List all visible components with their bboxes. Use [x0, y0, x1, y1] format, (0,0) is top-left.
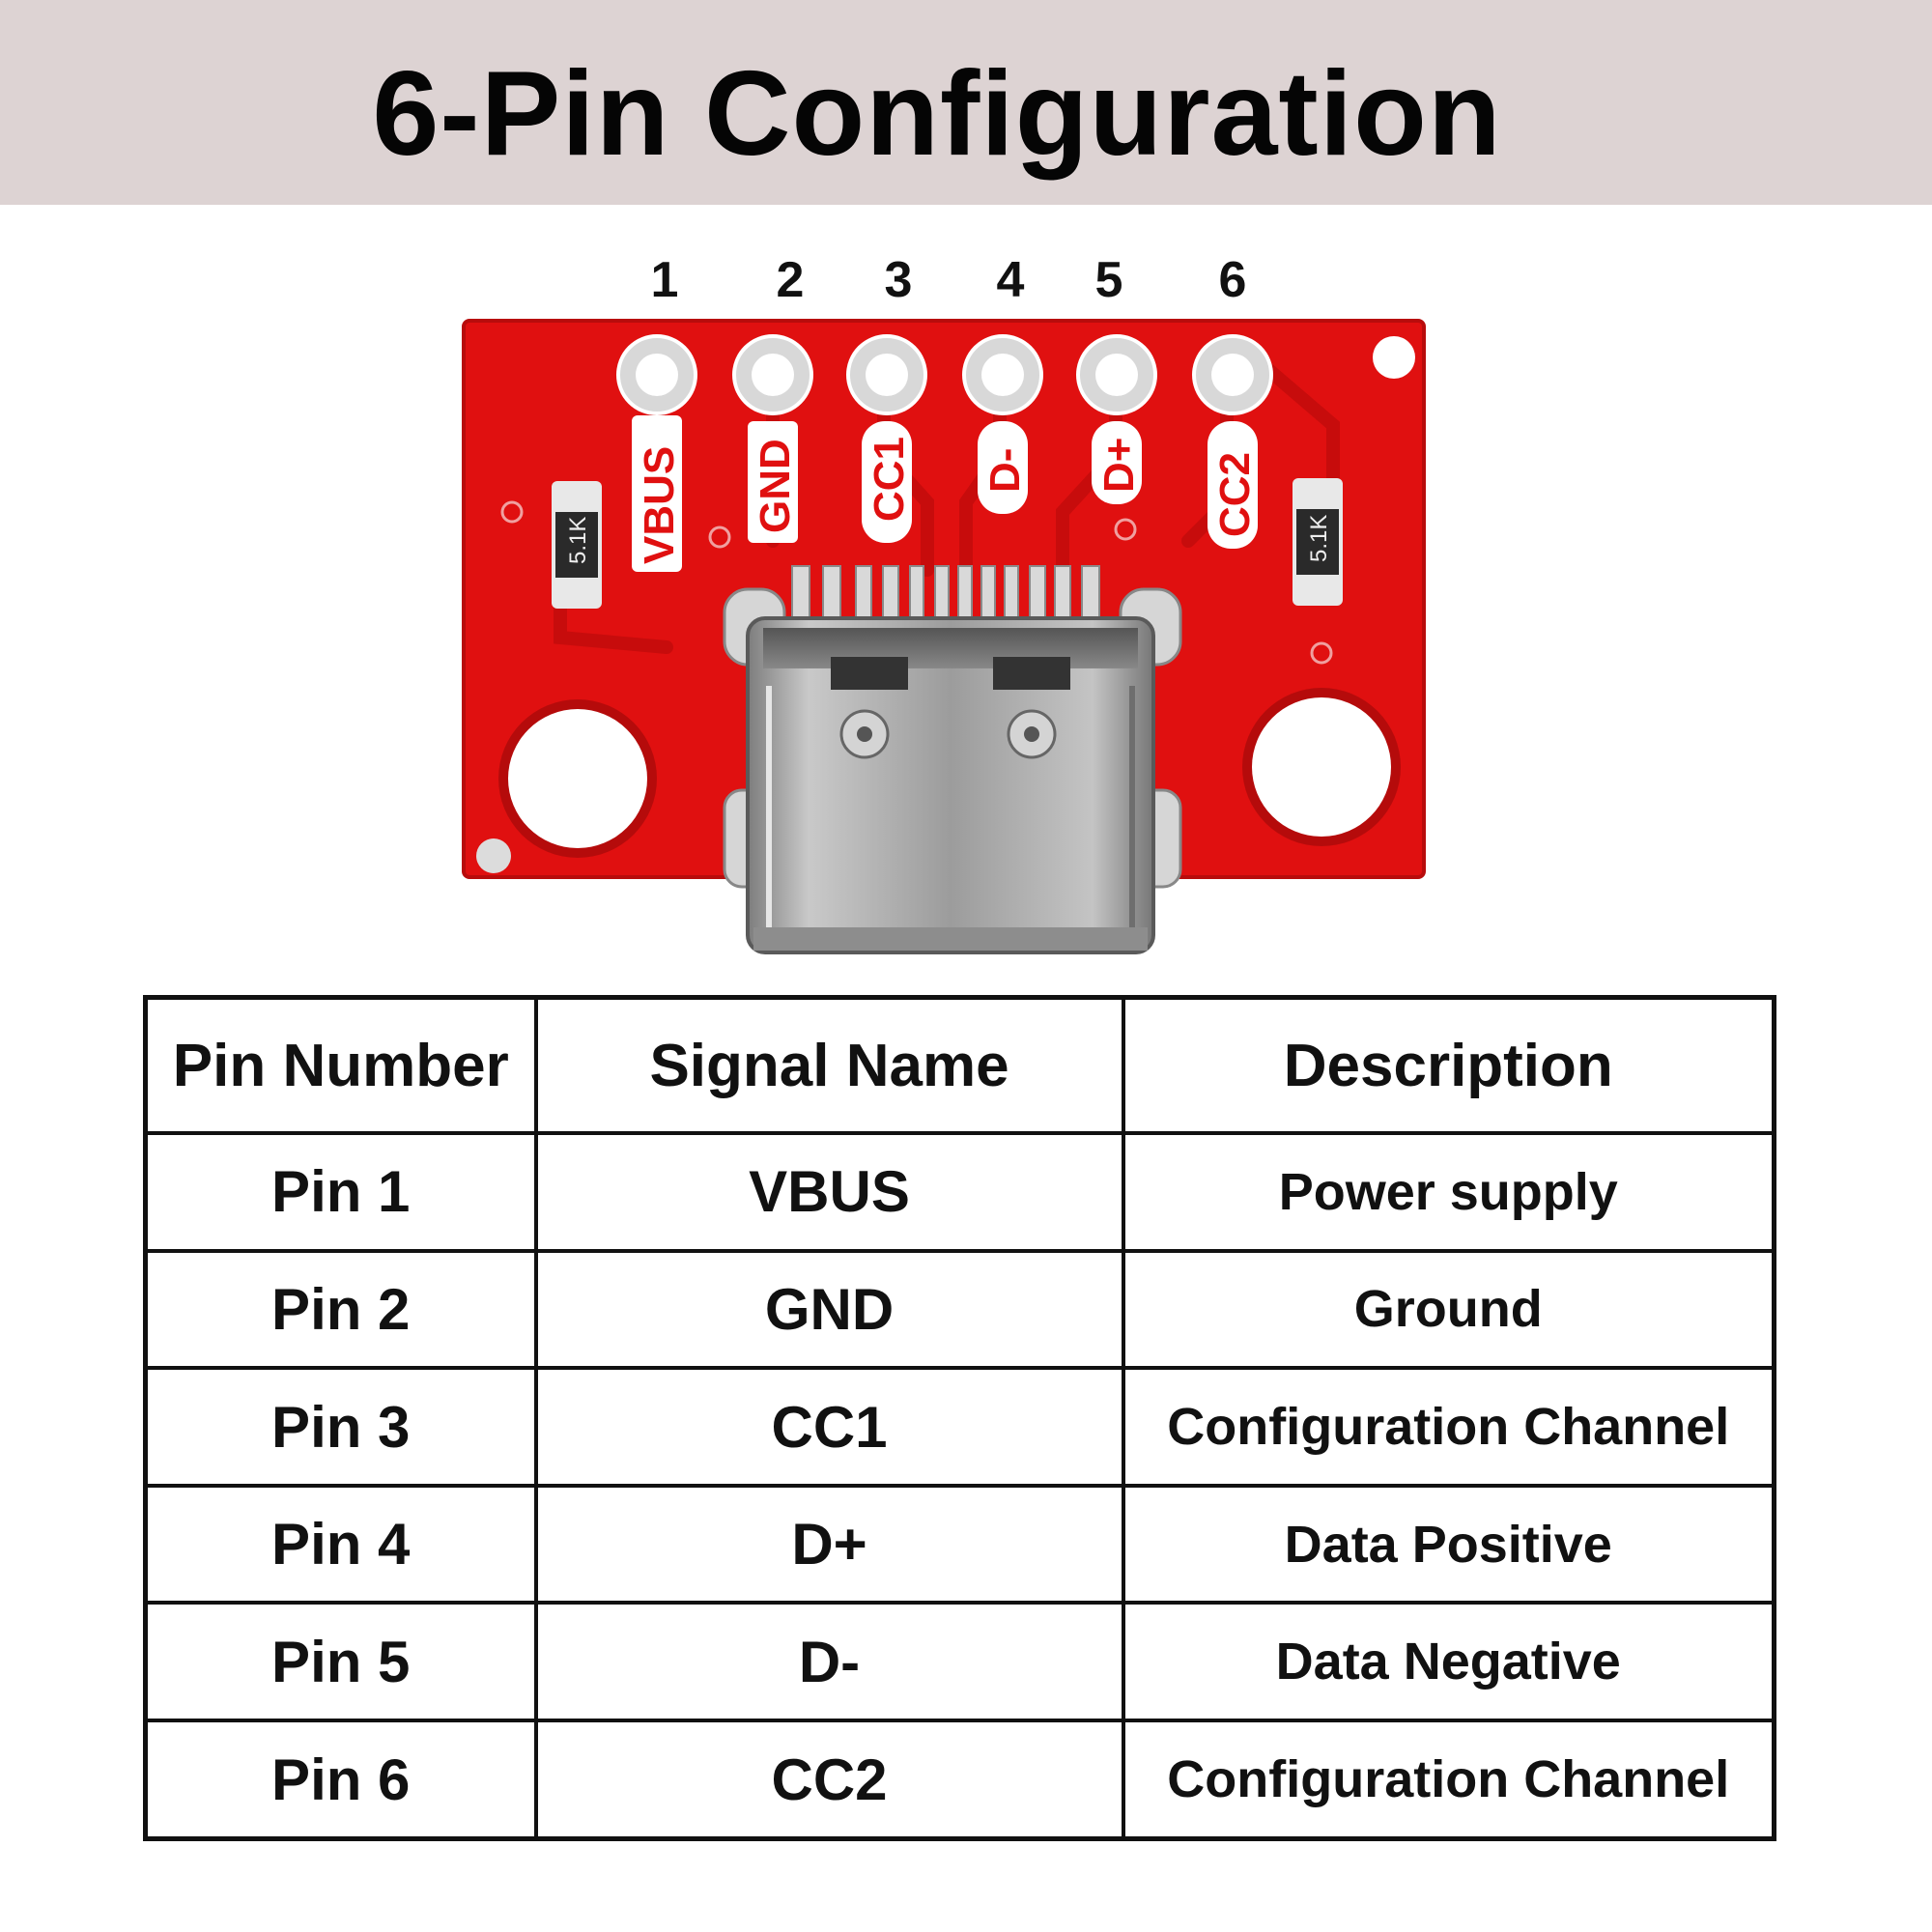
pin-number-1: 1 [650, 252, 679, 308]
pin-number-2: 2 [776, 252, 805, 308]
description-cell: Configuration Channel [1121, 1719, 1776, 1841]
pin-table: Pin Number Signal Name Description Pin 1… [143, 995, 1776, 1841]
table-row: Pin 2 GND Ground [143, 1248, 1776, 1371]
table-row: Pin 3 CC1 Configuration Channel [143, 1366, 1776, 1488]
resistor-left: 5.1K [552, 481, 602, 609]
resistor-right: 5.1K [1293, 478, 1343, 606]
silk-label-tabs [632, 415, 1258, 572]
table-row: Pin 4 D+ Data Positive [143, 1483, 1776, 1605]
pin-number-cell: Pin 5 [143, 1601, 538, 1723]
title-banner: 6-Pin Configuration [0, 0, 1932, 205]
table-row: Pin 6 CC2 Configuration Channel [143, 1719, 1776, 1841]
fiducial-top-right [1373, 336, 1415, 379]
description-cell: Ground [1121, 1248, 1776, 1371]
description-cell: Data Positive [1121, 1483, 1776, 1605]
signal-name-cell: VBUS [533, 1131, 1125, 1253]
silk-label-d-minus: D- [981, 448, 1029, 493]
resistor-left-label: 5.1K [565, 517, 591, 564]
usb-c-connector [746, 616, 1155, 954]
pin-number-6: 6 [1218, 252, 1247, 308]
resistor-right-label: 5.1K [1306, 515, 1332, 562]
silk-label-cc1: CC1 [866, 437, 913, 522]
signal-name-cell: D- [533, 1601, 1125, 1723]
signal-name-cell: GND [533, 1248, 1125, 1371]
description-cell: Configuration Channel [1121, 1366, 1776, 1488]
page-title: 6-Pin Configuration [372, 47, 1502, 181]
signal-name-cell: CC2 [533, 1719, 1125, 1841]
description-cell: Data Negative [1121, 1601, 1776, 1723]
pin-number-cell: Pin 3 [143, 1366, 538, 1488]
pin-number-cell: Pin 4 [143, 1483, 538, 1605]
pin-number-5: 5 [1094, 252, 1123, 308]
pin-pads [616, 334, 1273, 415]
silk-label-gnd: GND [752, 439, 799, 533]
fiducial-bottom-left [476, 838, 511, 873]
silk-label-d-plus: D+ [1095, 438, 1143, 493]
table-row: Pin 5 D- Data Negative [143, 1601, 1776, 1723]
table-header-row: Pin Number Signal Name Description [143, 995, 1776, 1135]
usb-c-breakout-board: VBUS GND CC1 D- D+ CC2 5.1K 5.1K [462, 319, 1426, 954]
signal-name-cell: CC1 [533, 1366, 1125, 1488]
connector-pins [791, 565, 1100, 621]
signal-name-cell: D+ [533, 1483, 1125, 1605]
pin-number-cell: Pin 1 [143, 1131, 538, 1253]
header-signal-name: Signal Name [533, 995, 1125, 1135]
header-description: Description [1121, 995, 1776, 1135]
pin-number-cell: Pin 6 [143, 1719, 538, 1841]
pin-number-3: 3 [884, 252, 913, 308]
silk-label-vbus: VBUS [636, 446, 683, 564]
silk-label-cc2: CC2 [1211, 452, 1259, 537]
header-pin-number: Pin Number [143, 995, 538, 1135]
description-cell: Power supply [1121, 1131, 1776, 1253]
table-row: Pin 1 VBUS Power supply [143, 1131, 1776, 1253]
pin-number-cell: Pin 2 [143, 1248, 538, 1371]
pin-number-4: 4 [996, 252, 1025, 308]
